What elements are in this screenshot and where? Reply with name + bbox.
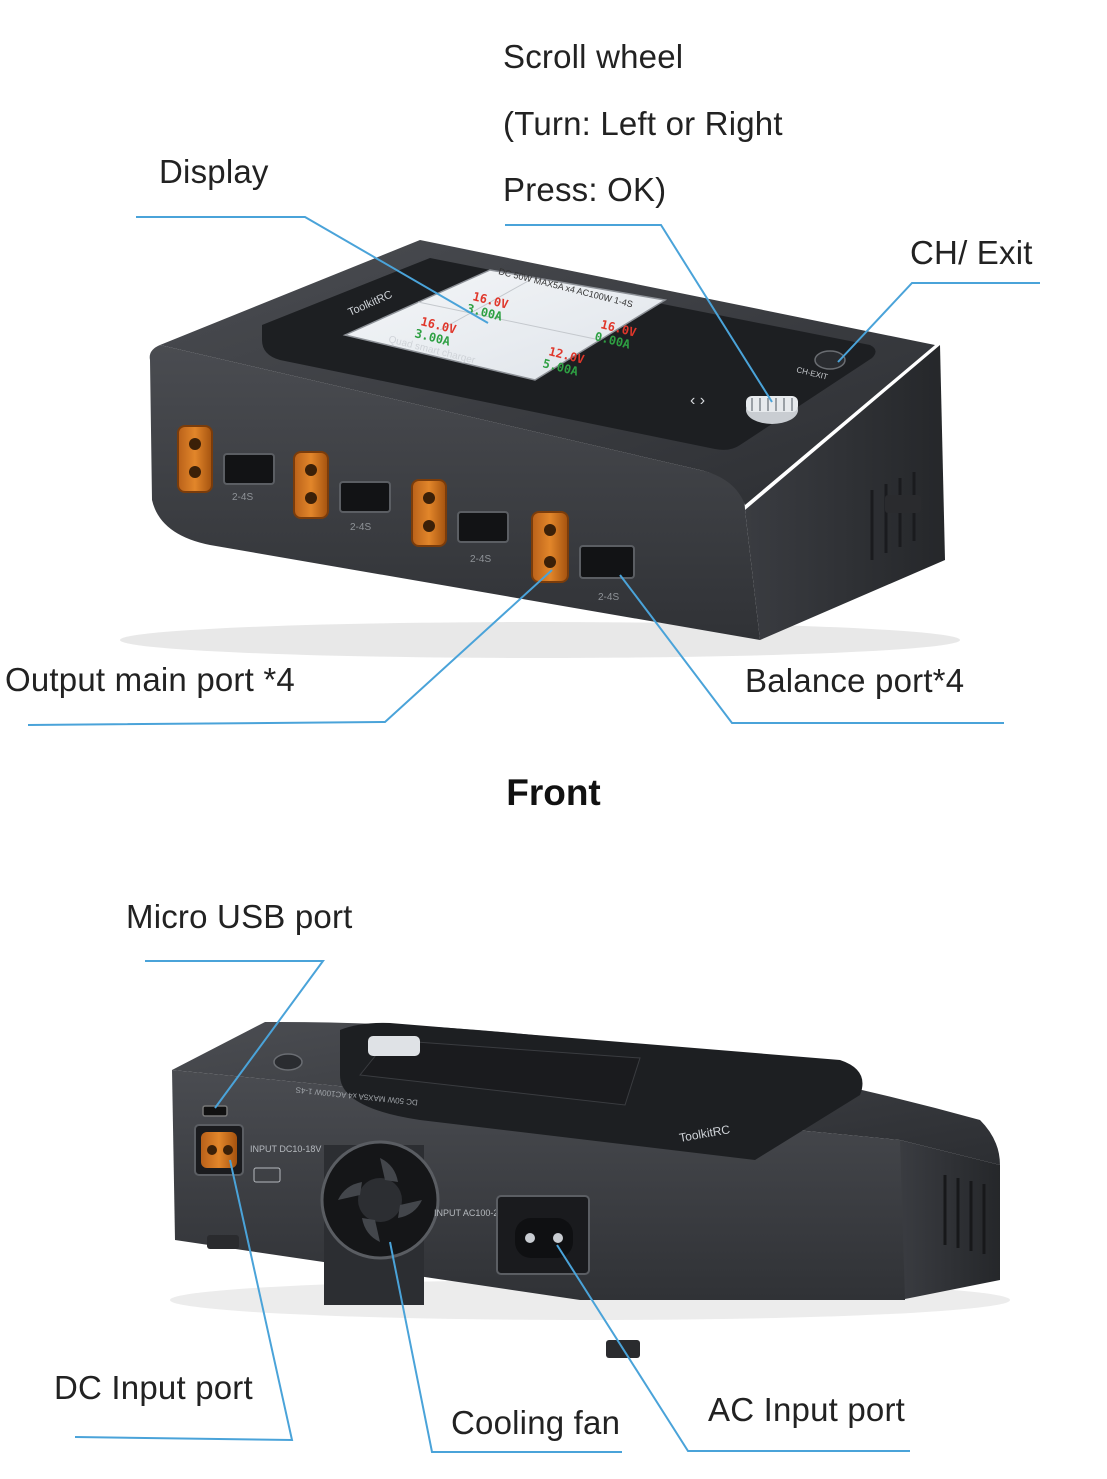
balance-port[interactable] <box>223 453 275 485</box>
output-main-port[interactable] <box>531 511 569 583</box>
leader-line-dc-input <box>74 1159 294 1442</box>
label-cooling-fan: Cooling fan <box>451 1404 621 1441</box>
cooling-fan <box>320 1140 440 1305</box>
output-channel-4: 2-4S <box>531 511 635 603</box>
output-main-port[interactable] <box>411 479 447 547</box>
leader-line-output-main-port <box>27 569 553 726</box>
output-main-port[interactable] <box>293 451 329 519</box>
label-output-main-port: Output main port *4 <box>5 661 295 698</box>
micro-usb-port[interactable] <box>202 1105 228 1117</box>
label-dc-input-port: DC Input port <box>54 1369 253 1406</box>
rear-view-charger: ToolkitRC DC 50W MAX5A x4 AC100W 1-4S IN… <box>170 1021 1010 1358</box>
ac-input-mark: INPUT AC100-240V <box>434 1208 514 1218</box>
front-view-charger: 16.0V 3.00A 16.0V 3.00A 16.0V 0.00A 12.0… <box>120 240 960 658</box>
ac-input-port[interactable] <box>496 1195 590 1275</box>
label-ac-input-port: AC Input port <box>708 1391 906 1428</box>
label-scroll-wheel-turn: (Turn: Left or Right <box>503 105 783 142</box>
label-scroll-wheel-press: Press: OK) <box>503 171 667 208</box>
scroll-wheel[interactable] <box>746 396 798 424</box>
label-display: Display <box>159 153 269 190</box>
output-main-port[interactable] <box>177 425 213 493</box>
front-arrow-marks: ‹ › <box>690 392 705 409</box>
label-ch-exit: CH/ Exit <box>910 234 1033 271</box>
leader-lines <box>27 216 1040 1453</box>
leader-line-cooling-fan <box>389 1241 622 1453</box>
rear-side-vents <box>943 1175 986 1254</box>
leader-line-ch-exit <box>837 282 1040 363</box>
label-micro-usb-port: Micro USB port <box>126 898 353 935</box>
leader-line-ac-input <box>556 1244 910 1452</box>
front-view-heading: Front <box>506 772 601 813</box>
leader-line-micro-usb <box>145 960 325 1109</box>
label-balance-port: Balance port*4 <box>745 662 965 699</box>
balance-mark: 2-4S <box>350 522 371 533</box>
output-channel-2: 2-4S <box>293 451 391 533</box>
leader-line-balance-port <box>619 574 1004 724</box>
balance-port[interactable] <box>339 481 391 513</box>
balance-mark: 2-4S <box>470 554 491 565</box>
output-channel-3: 2-4S <box>411 479 509 565</box>
balance-mark: 2-4S <box>232 492 253 503</box>
balance-port[interactable] <box>579 545 635 579</box>
ch-exit-button[interactable] <box>814 350 846 370</box>
leader-line-scroll-wheel <box>505 224 773 403</box>
dc-input-mark: INPUT DC10-18V <box>250 1144 321 1154</box>
balance-mark: 2-4S <box>598 592 619 603</box>
dc-input-port[interactable] <box>194 1124 244 1176</box>
balance-port[interactable] <box>457 511 509 543</box>
leader-line-display <box>136 216 489 324</box>
label-scroll-wheel: Scroll wheel <box>503 38 684 75</box>
output-channel-1: 2-4S <box>177 425 275 503</box>
